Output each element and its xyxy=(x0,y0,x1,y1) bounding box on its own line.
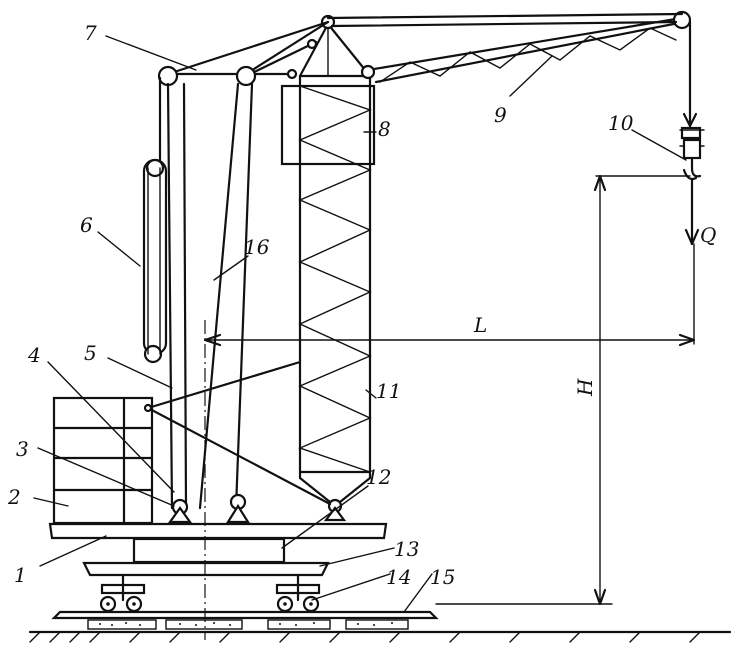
label-16: 16 xyxy=(244,235,270,259)
label-Q: Q xyxy=(700,223,716,247)
rope-5 xyxy=(166,82,188,510)
undercarriage-frame xyxy=(82,561,330,577)
label-15: 15 xyxy=(430,565,455,589)
label-13: 13 xyxy=(394,537,419,561)
stay-ties xyxy=(143,360,332,506)
tower-head-cage xyxy=(280,84,376,166)
label-4: 4 xyxy=(27,343,41,367)
label-12: 12 xyxy=(366,465,391,489)
right-bogie xyxy=(275,573,321,613)
hook-assembly xyxy=(679,20,705,181)
label-14: 14 xyxy=(386,565,411,589)
winch-drum-right xyxy=(226,493,250,524)
rear-pendant xyxy=(157,20,330,87)
tackle-block xyxy=(142,76,168,364)
label-H: H xyxy=(573,378,597,397)
label-5: 5 xyxy=(84,341,97,365)
jib xyxy=(360,10,692,84)
rail-track xyxy=(51,610,439,630)
slewing-block xyxy=(132,537,286,564)
label-1: 1 xyxy=(14,563,27,587)
ground xyxy=(28,630,731,643)
label-10: 10 xyxy=(608,111,634,135)
load-arrow xyxy=(684,178,700,246)
left-bogie xyxy=(99,573,146,613)
rope-16 xyxy=(198,82,254,510)
label-L: L xyxy=(473,313,487,337)
dimension-H xyxy=(435,174,691,606)
label-8: 8 xyxy=(378,117,391,141)
label-6: 6 xyxy=(80,213,93,237)
label-9: 9 xyxy=(494,103,507,127)
label-11: 11 xyxy=(376,379,401,403)
label-7: 7 xyxy=(84,21,97,45)
jib-pendant xyxy=(326,12,684,20)
jib-tie xyxy=(330,20,678,28)
winch-drum-left xyxy=(167,498,193,524)
leader-lines xyxy=(33,35,687,613)
tower-mast xyxy=(298,74,372,522)
turntable-platform xyxy=(48,522,388,540)
label-2: 2 xyxy=(7,485,21,509)
label-3: 3 xyxy=(16,437,29,461)
dimension-L xyxy=(203,243,696,347)
